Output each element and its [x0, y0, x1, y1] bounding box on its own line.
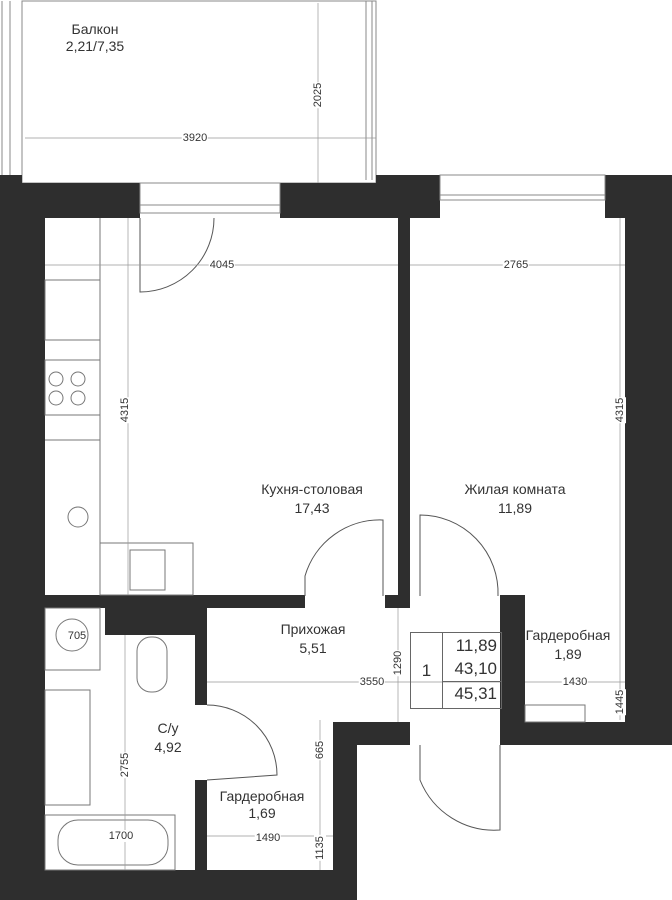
dim-living-depth: 4315: [614, 396, 626, 424]
room-area: 17,43: [294, 500, 330, 516]
room-name: Балкон: [71, 21, 119, 37]
dim-balcony-depth: 2025: [312, 81, 324, 109]
dim-wardrobe-right-depth: 1445: [614, 688, 626, 716]
dim-washer: 705: [67, 630, 87, 642]
dim-wardrobe-right-width: 1430: [561, 676, 589, 688]
wardrobe-bottom-label: Гардеробная 1,69: [220, 788, 305, 822]
hall-label: Прихожая 5,51: [281, 621, 346, 657]
room-area: 4,92: [154, 739, 182, 755]
windows: [139, 174, 606, 214]
room-name: Прихожая: [280, 621, 346, 637]
room-name: Кухня-столовая: [261, 481, 363, 497]
doors: [139, 217, 501, 831]
dim-bathtub: 1700: [107, 830, 135, 842]
fixtures: [44, 218, 586, 871]
room-name: Гардеробная: [219, 788, 305, 804]
dim-hall-depth: 1290: [392, 649, 404, 677]
wardrobe-right-label: Гардеробная 1,89: [526, 627, 611, 663]
room-area: 5,51: [299, 640, 327, 656]
dim-kitchen-depth: 4315: [119, 396, 131, 424]
total-with-balcony: 45,31: [454, 684, 497, 703]
dim-wardrobe-bottom-depth: 1135: [314, 835, 326, 861]
bathroom-label: С/у 4,92: [154, 720, 181, 756]
room-area: 1,69: [248, 805, 276, 821]
room-area: 2,21/7,35: [65, 38, 125, 54]
room-area: 11,89: [498, 500, 532, 516]
room-area: 1,89: [554, 646, 582, 662]
room-name: Гардеробная: [525, 627, 611, 643]
area-summary-table: 1 11,89 43,10 45,31: [410, 632, 502, 709]
dim-hall-width: 3550: [358, 676, 386, 688]
dim-wardrobe-bottom-width: 1490: [254, 832, 282, 844]
kitchen-label: Кухня-столовая 17,43: [261, 481, 363, 517]
summary-divider: [443, 681, 501, 682]
dim-living-width: 2765: [502, 259, 530, 271]
living-area: 11,89: [455, 636, 497, 655]
dim-balcony-width: 3920: [181, 132, 209, 144]
room-name: Жилая комната: [464, 481, 566, 497]
living-room-label: Жилая комната 11,89: [464, 481, 565, 517]
rooms-count: 1: [411, 633, 443, 708]
balcony-label: Балкон 2,21/7,35: [66, 21, 124, 55]
dim-kitchen-width: 4045: [208, 259, 236, 271]
room-name: С/у: [157, 720, 179, 736]
walls: [0, 175, 672, 900]
dim-bath-length: 2755: [119, 751, 131, 779]
dim-door-gap: 665: [314, 739, 326, 761]
total-area: 43,10: [454, 659, 497, 678]
